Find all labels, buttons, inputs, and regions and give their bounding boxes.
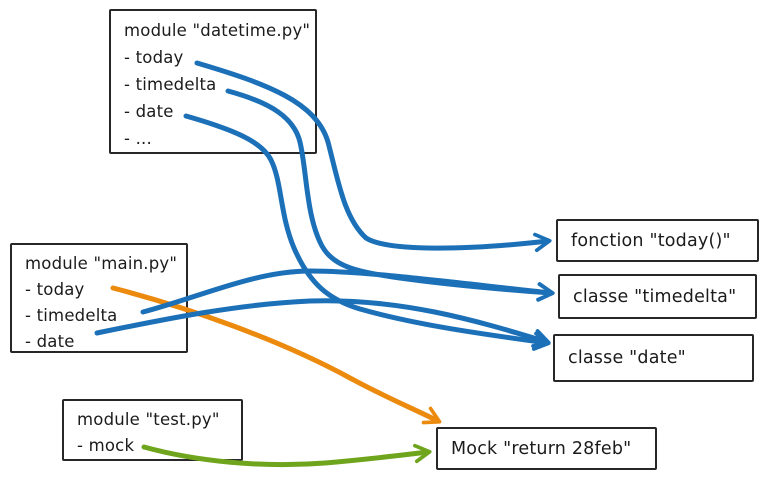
module-datetime-title: module "datetime.py" bbox=[124, 21, 311, 40]
module-main-item-timedelta: - timedelta bbox=[25, 306, 118, 325]
module-box-main: module "main.py" - today - timedelta - d… bbox=[10, 243, 188, 353]
module-main-title: module "main.py" bbox=[25, 254, 178, 273]
module-main-item-today: - today bbox=[25, 280, 85, 299]
module-datetime-item-date: - date bbox=[124, 102, 174, 121]
module-box-test: module "test.py" - mock bbox=[62, 399, 243, 461]
node-mock-return: Mock "return 28feb" bbox=[436, 427, 657, 470]
node-class-timedelta: classe "timedelta" bbox=[558, 274, 757, 319]
node-class-date: classe "date" bbox=[553, 334, 754, 382]
node-class-date-label: classe "date" bbox=[568, 348, 686, 368]
module-test-title: module "test.py" bbox=[77, 410, 220, 429]
node-class-timedelta-label: classe "timedelta" bbox=[573, 286, 737, 307]
arrow-main-timedelta-to-class-timedelta bbox=[140, 268, 555, 315]
node-function-today: fonction "today()" bbox=[556, 219, 759, 262]
node-mock-return-label: Mock "return 28feb" bbox=[451, 438, 632, 459]
module-test-item-mock: - mock bbox=[77, 436, 135, 455]
module-main-item-date: - date bbox=[25, 332, 75, 351]
module-datetime-item-ellipsis: - ... bbox=[124, 129, 152, 148]
module-box-datetime: module "datetime.py" - today - timedelta… bbox=[109, 9, 317, 154]
module-datetime-item-today: - today bbox=[124, 48, 184, 67]
node-function-today-label: fonction "today()" bbox=[571, 230, 731, 251]
module-datetime-item-timedelta: - timedelta bbox=[124, 75, 217, 94]
